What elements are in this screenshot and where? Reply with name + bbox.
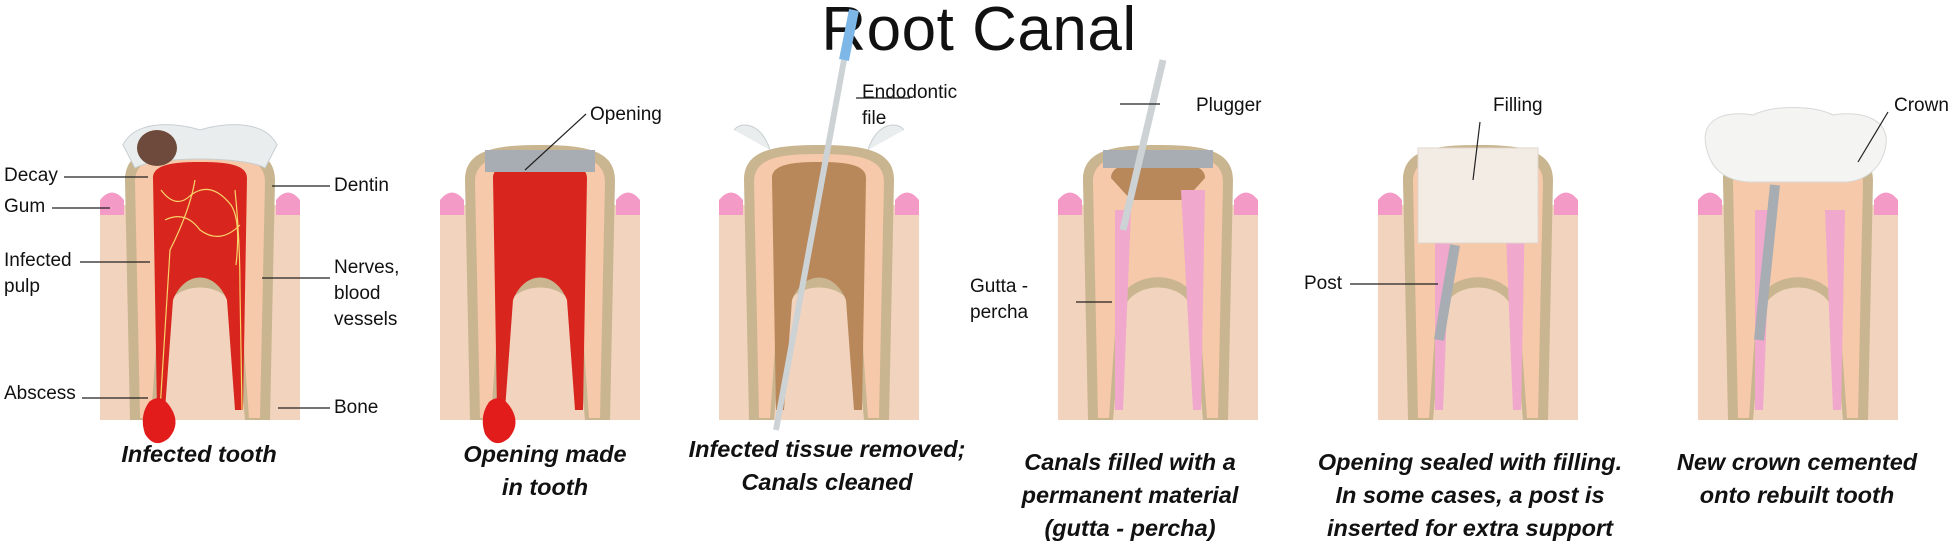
label-endodontic-file: Endodontic file [862, 82, 958, 129]
panel-infected-tooth: Decay Gum Infected pulp Abscess Dentin N… [0, 0, 420, 550]
endodontic-file [773, 59, 847, 431]
caption-infected-tooth: Infected tooth [121, 441, 277, 467]
label-nerves-blood-vessels: Nerves, blood vessels [334, 257, 400, 330]
decay [137, 130, 177, 166]
plugger [1119, 59, 1167, 231]
post [1754, 184, 1780, 341]
page-title: Root Canal [821, 0, 1137, 64]
tooth-illustration-crown [1698, 107, 1898, 420]
nerves-blood-vessels [159, 179, 243, 411]
leader-lines [1857, 111, 1889, 163]
panel-canals-filled: Plugger Gutta - percha Canals filled wit… [970, 0, 1310, 550]
gum [719, 192, 919, 215]
leader-lines [52, 176, 330, 409]
label-post: Post [1304, 273, 1343, 294]
label-crown: Crown [1894, 95, 1949, 116]
abscess [142, 398, 176, 444]
enamel [733, 124, 905, 151]
panel-tissue-removed: Endodontic file Infected tissue removed;… [689, 0, 1010, 550]
label-abscess: Abscess [4, 383, 76, 404]
infected-pulp [153, 162, 247, 410]
filling [1417, 147, 1539, 244]
post [1434, 244, 1460, 341]
label-infected-pulp: Infected pulp [4, 250, 72, 297]
tooth-illustration-opening [440, 145, 640, 444]
label-gum: Gum [4, 196, 46, 217]
panel-opening-made: Opening Opening made in tooth [420, 0, 710, 550]
label-dentin: Dentin [334, 175, 389, 196]
label-plugger: Plugger [1196, 95, 1262, 116]
label-bone: Bone [334, 397, 379, 418]
endodontic-file-handle [839, 9, 859, 61]
leader-lines [1076, 103, 1160, 303]
gum [1058, 192, 1258, 215]
label-filling: Filling [1493, 95, 1543, 116]
leader-lines [524, 113, 587, 171]
gutta-percha [1755, 210, 1845, 410]
leader-lines [856, 97, 910, 99]
panel-new-crown: Crown New crown cemented onto rebuilt to… [1630, 0, 1958, 550]
label-decay: Decay [4, 165, 58, 186]
caption-new-crown: New crown cemented onto rebuilt tooth [1676, 449, 1918, 508]
cleaned-canal [772, 162, 866, 410]
opening [485, 150, 595, 172]
leader-lines [1350, 121, 1481, 285]
caption-tissue-removed: Infected tissue removed; Canals cleaned [688, 436, 966, 495]
gum [100, 192, 300, 215]
gum [1698, 192, 1898, 215]
tooth-illustration-filled [1058, 59, 1258, 420]
crown [1704, 107, 1887, 183]
caption-canals-filled: Canals filled with a permanent material … [1021, 449, 1239, 541]
tooth-illustration-sealed [1378, 145, 1578, 420]
gum [440, 192, 640, 215]
caption-opening-sealed: Opening sealed with filling. In some cas… [1317, 449, 1623, 541]
panel-opening-sealed: Filling Post Opening sealed with filling… [1304, 0, 1630, 550]
infected-pulp [493, 162, 587, 410]
caption-opening-made: Opening made in tooth [463, 441, 627, 500]
abscess [482, 398, 516, 444]
tooth-illustration-cleaned [719, 9, 919, 431]
opening [1103, 150, 1213, 168]
gum [1378, 192, 1578, 215]
tooth-illustration-infected [100, 124, 300, 444]
label-gutta-percha: Gutta - percha [970, 276, 1029, 323]
label-opening: Opening [590, 104, 662, 125]
